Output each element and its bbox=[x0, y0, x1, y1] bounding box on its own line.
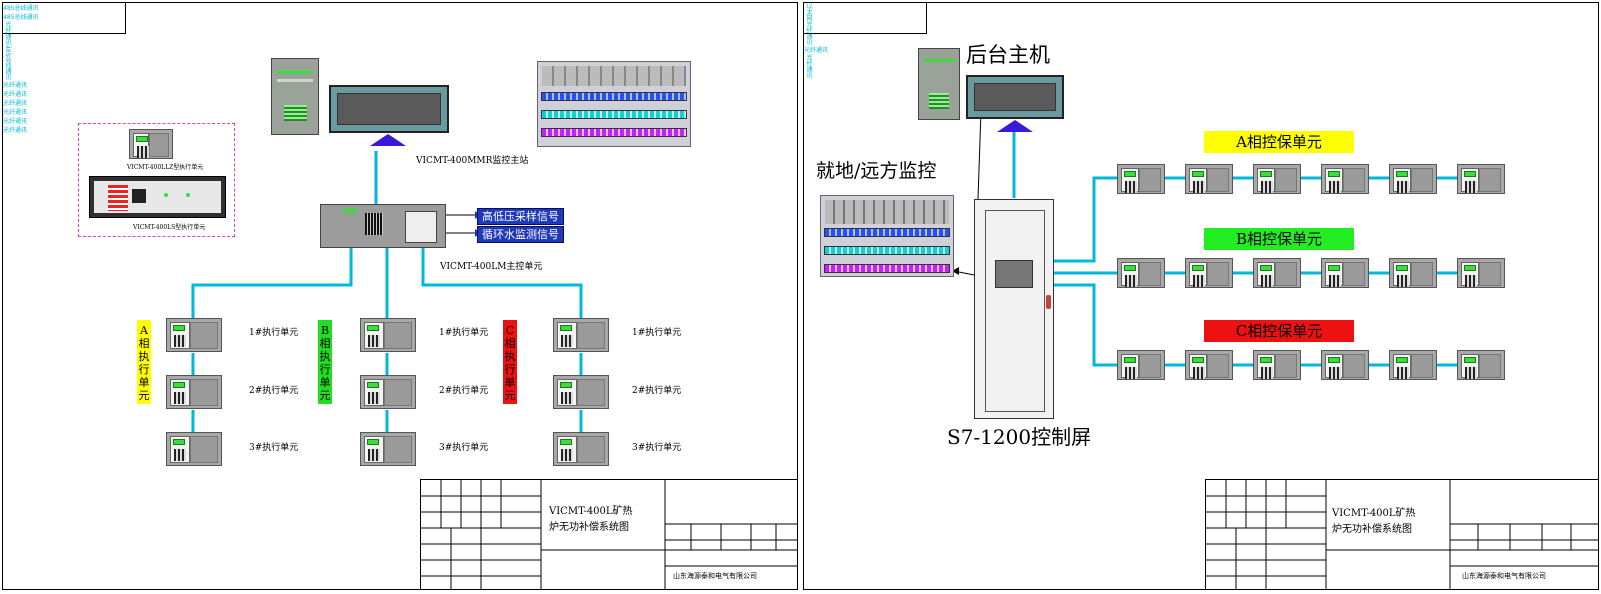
link-label-b1: 光纤通讯 bbox=[3, 100, 28, 108]
ctrl-unit-b3-icon bbox=[1253, 258, 1301, 288]
station-label: VICMT-400MMR监控主站 bbox=[416, 156, 529, 166]
exec-unit-b3-icon bbox=[360, 432, 416, 466]
unit-label-c1: 1#执行单元 bbox=[632, 328, 682, 338]
main-unit-label: VICMT-400LM主控单元 bbox=[440, 262, 543, 272]
link-label-c1: 光纤通讯 bbox=[3, 118, 28, 126]
monitor-stand-icon bbox=[997, 120, 1033, 132]
monitor-icon bbox=[966, 75, 1064, 119]
ctrl-unit-a5-icon bbox=[1389, 164, 1437, 194]
phase-b-banner: B相控保单元 bbox=[1204, 228, 1354, 250]
ctrl-unit-b5-icon bbox=[1389, 258, 1437, 288]
host-computer-icon bbox=[271, 58, 319, 135]
local-remote-monitor-label: 就地/远方监控 bbox=[816, 160, 937, 182]
link-label-a2: 光纤通讯 bbox=[3, 91, 28, 99]
link-label-b2: 光纤通讯 bbox=[3, 109, 28, 117]
rack-panel-icon bbox=[820, 195, 954, 277]
ctrl-unit-a4-icon bbox=[1321, 164, 1369, 194]
title-block: VICMT-400L矿热 炉无功补偿系统图 山东海源泰和电气有限公司 bbox=[420, 479, 797, 589]
unit-label-c3: 3#执行单元 bbox=[632, 443, 682, 453]
comm-label-c: 光纤通讯 bbox=[805, 54, 812, 78]
ctrl-unit-a3-icon bbox=[1253, 164, 1301, 194]
unit-label-b3: 3#执行单元 bbox=[439, 443, 489, 453]
ctrl-unit-a6-icon bbox=[1457, 164, 1505, 194]
ctrl-unit-c3-icon bbox=[1253, 350, 1301, 380]
ctrl-unit-b6-icon bbox=[1457, 258, 1505, 288]
title-line-1: VICMT-400L矿热 bbox=[1332, 508, 1416, 519]
exec-unit-b2-icon bbox=[360, 375, 416, 409]
bus-label-b: 485总线通讯 bbox=[4, 45, 11, 81]
device-legend-box: VICMT-400LLZ型执行单元 VICMT-400LS型执行单元 bbox=[78, 123, 235, 237]
ctrl-unit-a2-icon bbox=[1185, 164, 1233, 194]
bus-label-c: 485总线通讯 bbox=[3, 14, 39, 21]
right-connections bbox=[952, 80, 1457, 367]
monitor-stand-icon bbox=[370, 134, 406, 146]
legend-llz-label: VICMT-400LLZ型执行单元 bbox=[127, 164, 204, 171]
title-line-2: 炉无功补偿系统图 bbox=[1332, 524, 1412, 535]
host-computer-icon bbox=[918, 48, 960, 120]
host-label: 后台主机 bbox=[966, 43, 1050, 67]
signal-tag-2: 循环水监测信号 bbox=[477, 226, 564, 243]
exec-unit-a1-icon bbox=[166, 318, 222, 352]
legend-ls-label: VICMT-400LS型执行单元 bbox=[133, 224, 206, 231]
signal-tag-1: 高低压采样信号 bbox=[477, 208, 564, 225]
ctrl-unit-c4-icon bbox=[1321, 350, 1369, 380]
exec-unit-c3-icon bbox=[553, 432, 609, 466]
phase-a-banner: A相控保单元 bbox=[1204, 131, 1354, 153]
ls-unit-icon bbox=[89, 176, 226, 218]
company-name: 山东海源泰和电气有限公司 bbox=[673, 572, 757, 580]
phase-c-banner: C相控保单元 bbox=[1204, 320, 1354, 342]
ctrl-unit-c5-icon bbox=[1389, 350, 1437, 380]
right-drawing-sheet: 后台主机 以太网 就地/远方监控 S7-1200控制屏 光纤通讯 光纤通讯 光纤… bbox=[803, 2, 1599, 590]
unit-label-a3: 3#执行单元 bbox=[249, 443, 299, 453]
monitor-icon bbox=[329, 85, 449, 133]
exec-unit-c2-icon bbox=[553, 375, 609, 409]
ctrl-unit-c1-icon bbox=[1117, 350, 1165, 380]
link-label-c2: 光纤通讯 bbox=[3, 127, 28, 135]
link-label-a1: 光纤通讯 bbox=[3, 82, 28, 90]
company-name: 山东海源泰和电气有限公司 bbox=[1462, 572, 1546, 580]
unit-label-a1: 1#执行单元 bbox=[249, 328, 299, 338]
exec-unit-a3-icon bbox=[166, 432, 222, 466]
unit-label-a2: 2#执行单元 bbox=[249, 386, 299, 396]
exec-unit-b1-icon bbox=[360, 318, 416, 352]
ctrl-unit-c6-icon bbox=[1457, 350, 1505, 380]
left-drawing-sheet: VICMT-400MMR监控主站 VICMT-400LLZ型执行单元 VICMT… bbox=[2, 2, 798, 590]
unit-label-b2: 2#执行单元 bbox=[439, 386, 489, 396]
ctrl-unit-b2-icon bbox=[1185, 258, 1233, 288]
s7-1200-control-cabinet-icon bbox=[974, 199, 1054, 419]
corner-box bbox=[804, 3, 927, 34]
comm-label-b: 光纤通讯 bbox=[804, 47, 829, 54]
unit-label-c2: 2#执行单元 bbox=[632, 386, 682, 396]
title-line-2: 炉无功补偿系统图 bbox=[549, 522, 629, 533]
unit-label-b1: 1#执行单元 bbox=[439, 328, 489, 338]
rack-panel-icon bbox=[537, 61, 691, 147]
ctrl-unit-c2-icon bbox=[1185, 350, 1233, 380]
net-label: 以太网 bbox=[805, 3, 812, 21]
main-control-unit-icon bbox=[320, 204, 446, 248]
exec-unit-c1-icon bbox=[553, 318, 609, 352]
corner-box bbox=[3, 3, 126, 34]
exec-unit-a2-icon bbox=[166, 375, 222, 409]
ctrl-unit-a1-icon bbox=[1117, 164, 1165, 194]
llz-unit-icon bbox=[129, 129, 173, 159]
bus-label-a: 485总线通讯 bbox=[3, 5, 39, 12]
title-line-1: VICMT-400L矿热 bbox=[549, 506, 633, 517]
title-block: VICMT-400L矿热 炉无功补偿系统图 山东海源泰和电气有限公司 bbox=[1205, 479, 1598, 589]
cabinet-label: S7-1200控制屏 bbox=[947, 425, 1092, 449]
ctrl-unit-b1-icon bbox=[1117, 258, 1165, 288]
ctrl-unit-b4-icon bbox=[1321, 258, 1369, 288]
